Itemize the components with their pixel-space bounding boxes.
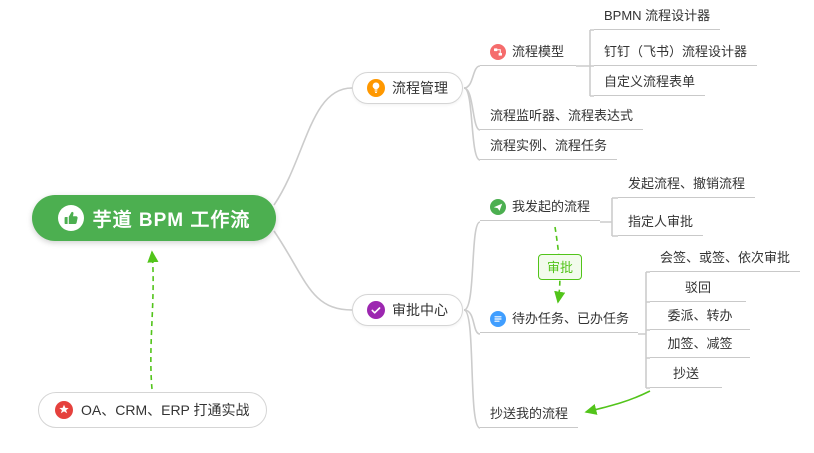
leaf-listener-expression[interactable]: 流程监听器、流程表达式 [480,105,644,130]
connector-pm-to-model [463,65,481,89]
bracket-my-started-children [600,197,618,237]
connector-ac-to-cc [463,309,481,429]
leaf-delegate-transfer-label: 委派、转办 [667,308,733,323]
leaf-cc-my-process-label: 抄送我的流程 [490,406,569,421]
connector-ac-to-tasks [463,309,481,335]
root-label: 芋道 BPM 工作流 [92,209,251,231]
leaf-bpmn-designer[interactable]: BPMN 流程设计器 [594,5,721,30]
leaf-reject[interactable]: 驳回 [650,277,746,302]
leaf-process-model[interactable]: 流程模型 [480,41,576,66]
practice-node-label: OA、CRM、ERP 打通实战 [81,402,250,418]
leaf-countersign[interactable]: 会签、或签、依次审批 [650,247,801,272]
green-arrow-up [147,250,159,390]
green-arrow-cc [584,390,651,415]
leaf-todo-done-tasks-label: 待办任务、已办任务 [512,311,630,326]
leaf-delegate-transfer[interactable]: 委派、转办 [650,305,750,330]
leaf-my-started-label: 我发起的流程 [512,199,591,214]
send-icon [490,199,506,215]
leaf-instance-task-label: 流程实例、流程任务 [490,138,608,153]
leaf-listener-expression-label: 流程监听器、流程表达式 [490,108,634,123]
leaf-cc-label: 抄送 [672,366,699,381]
leaf-process-model-label: 流程模型 [512,44,565,59]
leaf-cc-my-process[interactable]: 抄送我的流程 [480,403,579,428]
connector-root-to-approval-center [273,230,353,311]
leaf-reject-label: 驳回 [684,280,711,295]
root-node-bpm-workflow[interactable]: 芋道 BPM 工作流 [32,195,276,241]
bracket-model-children [576,29,594,97]
leaf-addsign-reducesign-label: 加签、减签 [667,336,733,351]
branch-approval-center-label: 审批中心 [392,302,448,318]
branch-process-management-label: 流程管理 [392,80,448,96]
lightbulb-icon [367,79,385,97]
approve-tag[interactable]: 审批 [538,254,583,280]
leaf-cc[interactable]: 抄送 [650,363,722,388]
model-icon [490,44,506,60]
thumbs-up-icon [57,205,84,231]
practice-node-oa-crm-erp[interactable]: OA、CRM、ERP 打通实战 [38,392,267,428]
approval-check-icon [367,301,385,319]
leaf-addsign-reducesign[interactable]: 加签、减签 [650,333,750,358]
leaf-assignee-approve[interactable]: 指定人审批 [618,211,704,236]
leaf-custom-form[interactable]: 自定义流程表单 [594,71,706,96]
leaf-bpmn-designer-label: BPMN 流程设计器 [604,8,711,23]
leaf-my-started[interactable]: 我发起的流程 [480,196,600,221]
leaf-dingtalk-designer[interactable]: 钉钉（飞书）流程设计器 [594,41,758,66]
branch-process-management[interactable]: 流程管理 [352,72,463,104]
leaf-custom-form-label: 自定义流程表单 [604,74,696,89]
leaf-start-cancel[interactable]: 发起流程、撤销流程 [618,173,756,198]
leaf-countersign-label: 会签、或签、依次审批 [660,250,791,265]
connector-root-to-process-mgmt [273,87,353,206]
task-list-icon [490,311,506,327]
leaf-start-cancel-label: 发起流程、撤销流程 [628,176,746,191]
leaf-instance-task[interactable]: 流程实例、流程任务 [480,135,618,160]
leaf-dingtalk-designer-label: 钉钉（飞书）流程设计器 [604,44,748,59]
bracket-tasks-children [638,271,650,389]
leaf-assignee-approve-label: 指定人审批 [628,214,694,229]
connector-pm-to-listener [463,87,481,131]
connector-ac-to-my-started [463,221,481,311]
leaf-todo-done-tasks[interactable]: 待办任务、已办任务 [480,308,638,333]
connector-pm-to-instance [463,87,481,161]
star-icon [55,401,73,419]
branch-approval-center[interactable]: 审批中心 [352,294,463,326]
